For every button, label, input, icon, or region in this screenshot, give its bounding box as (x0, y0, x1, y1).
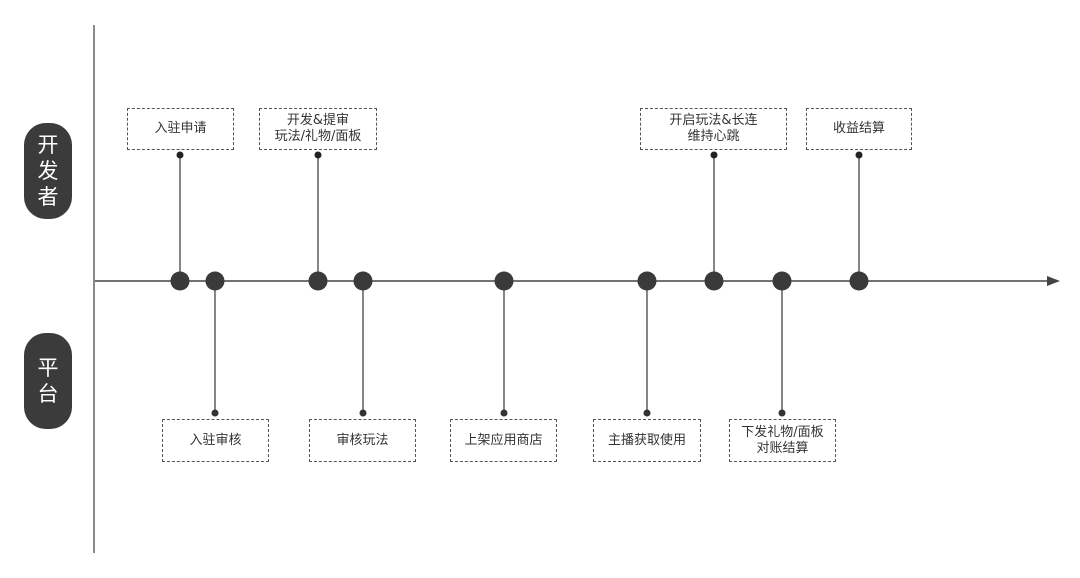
role-char: 发 (37, 159, 59, 183)
timeline-node-dev-1 (170, 271, 190, 291)
end-dot-plat-1 (211, 409, 219, 417)
timeline-arrowhead (1047, 276, 1060, 286)
role-char: 者 (37, 185, 59, 209)
timeline-node-plat-2 (353, 271, 373, 291)
developer-step-3: 开启玩法&长连 维持心跳 (640, 108, 787, 150)
role-char: 开 (37, 133, 59, 157)
timeline-node-plat-5 (772, 271, 792, 291)
timeline-node-dev-3 (704, 271, 724, 291)
end-dot-plat-2 (359, 409, 367, 417)
platform-step-2: 审核玩法 (309, 419, 416, 462)
end-dot-plat-3 (500, 409, 508, 417)
platform-step-1: 入驻审核 (162, 419, 269, 462)
timeline-node-plat-1 (205, 271, 225, 291)
role-label-developer: 开发者 (24, 123, 72, 219)
vertical-axis-line (93, 25, 95, 553)
timeline-node-plat-4 (637, 271, 657, 291)
platform-step-5: 下发礼物/面板 对账结算 (729, 419, 836, 462)
end-dot-dev-3 (710, 151, 718, 159)
role-char: 平 (37, 356, 59, 380)
end-dot-dev-1 (176, 151, 184, 159)
end-dot-plat-5 (778, 409, 786, 417)
end-dot-dev-2 (314, 151, 322, 159)
role-char: 台 (37, 382, 59, 406)
timeline-node-dev-2 (308, 271, 328, 291)
timeline-node-plat-3 (494, 271, 514, 291)
platform-step-3: 上架应用商店 (450, 419, 557, 462)
platform-step-4: 主播获取使用 (593, 419, 701, 462)
developer-step-1: 入驻申请 (127, 108, 234, 150)
end-dot-dev-4 (855, 151, 863, 159)
timeline-node-dev-4 (849, 271, 869, 291)
role-label-platform: 平台 (24, 333, 72, 429)
developer-step-4: 收益结算 (806, 108, 912, 150)
developer-step-2: 开发&提审 玩法/礼物/面板 (259, 108, 377, 150)
end-dot-plat-4 (643, 409, 651, 417)
